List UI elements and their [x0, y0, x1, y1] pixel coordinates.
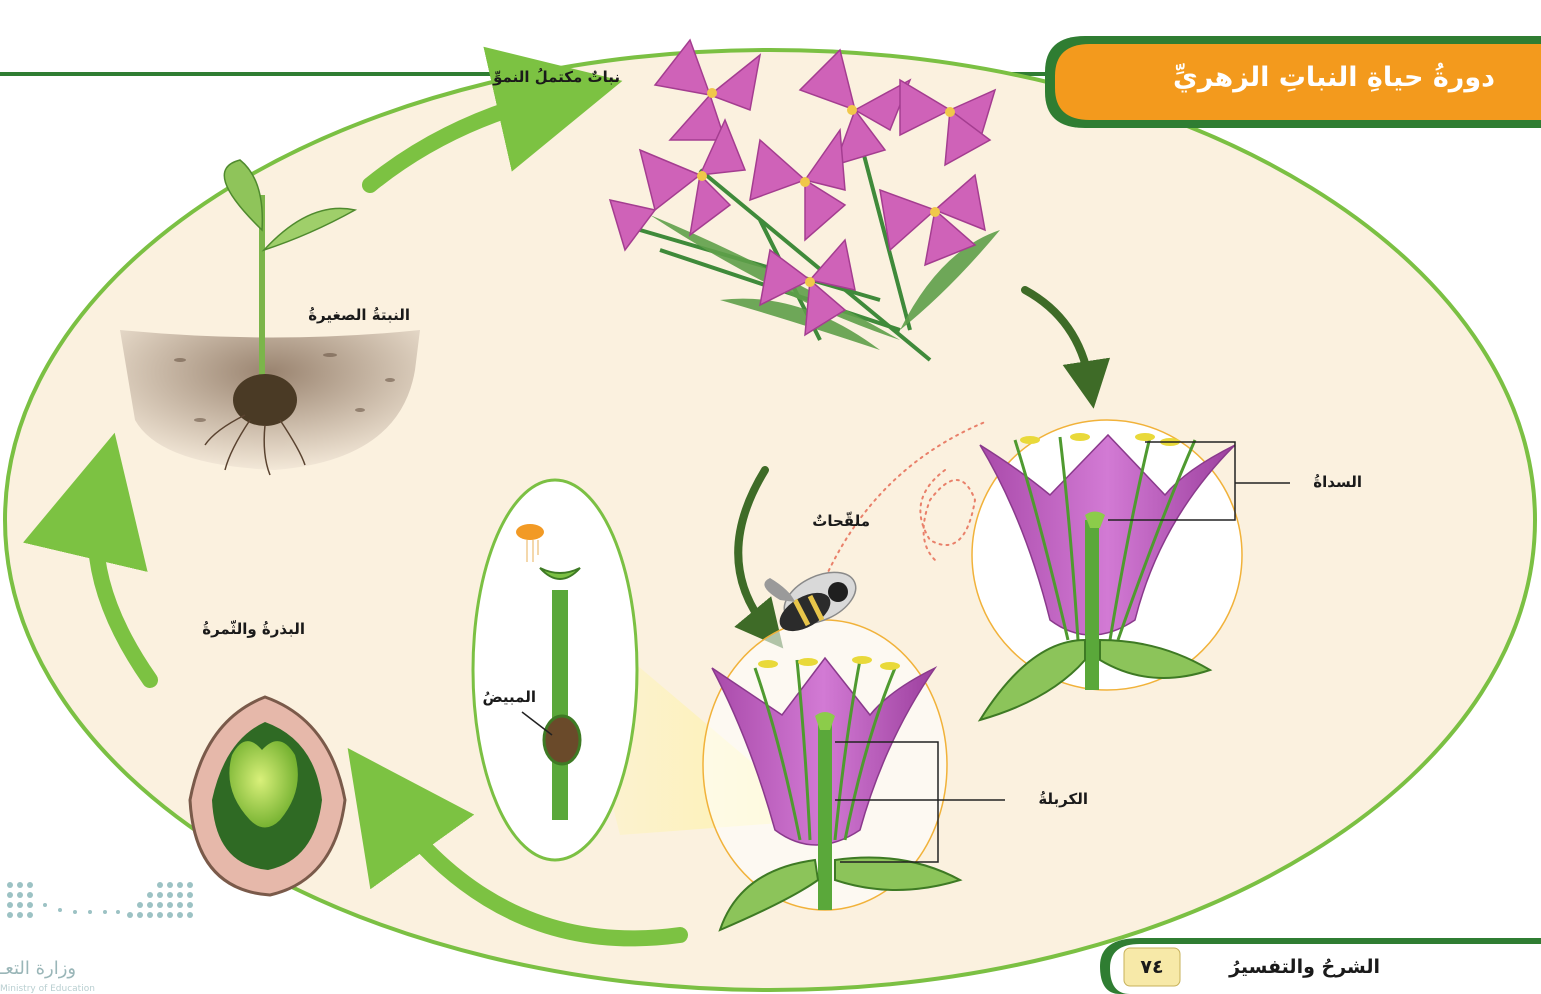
ministry-name: وزارة التعـ — [0, 958, 100, 979]
label-young-plant: النبتةُ الصغيرةُ — [270, 306, 410, 324]
label-carpel: الكربلةُ — [1008, 790, 1088, 808]
ministry-name-en: Ministry of Education — [0, 984, 140, 994]
label-ovary: المبيضُ — [470, 688, 536, 706]
label-stamen: السداةُ — [1292, 473, 1362, 491]
label-pollinators: ملقّحاتٌ — [790, 512, 870, 530]
ministry-logo-icon — [7, 882, 193, 918]
label-seed-and-fruit: البذرةُ والثّمرةُ — [165, 620, 305, 638]
section-label: الشرحُ والتفسيرُ — [1180, 956, 1380, 978]
page-title: دورةُ حياةِ النباتِ الزهريِّ — [1085, 62, 1495, 93]
page-number: ٧٤ — [1124, 956, 1180, 978]
pistil-detail — [473, 480, 637, 860]
label-mature-plant: نباتٌ مكتملُ النموِّ — [480, 68, 620, 86]
